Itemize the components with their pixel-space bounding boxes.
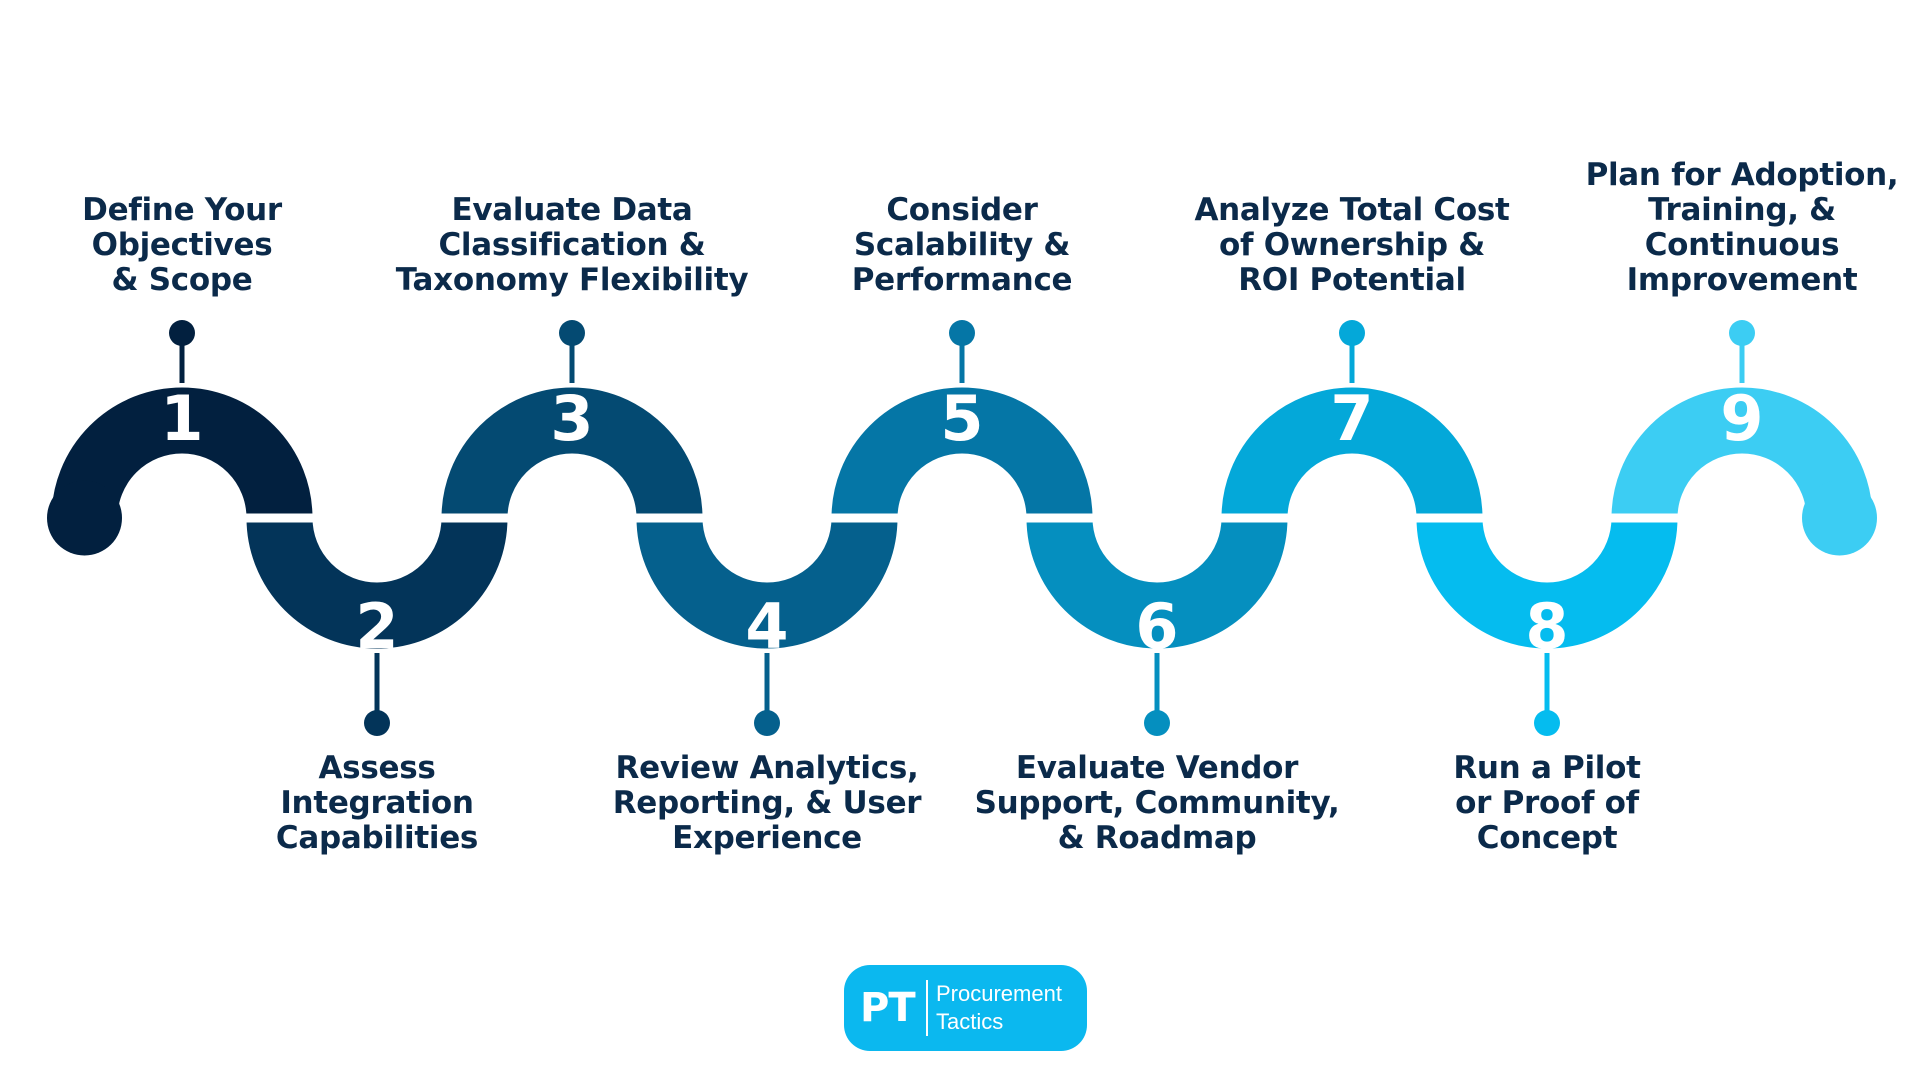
step-3-label: Evaluate Data Classification & Taxonomy … bbox=[395, 192, 749, 298]
step-2-arch bbox=[237, 513, 517, 658]
step-4-dot bbox=[754, 710, 780, 736]
step-9-end-cap bbox=[1802, 480, 1877, 556]
step-8-label: Run a Pilot or Proof of Concept bbox=[1453, 750, 1641, 856]
step-4-number: 4 bbox=[745, 590, 788, 663]
step-4-arch bbox=[627, 513, 907, 658]
step-3-dot bbox=[559, 320, 585, 346]
step-9-dot bbox=[1729, 320, 1755, 346]
step-2-label: Assess Integration Capabilities bbox=[275, 750, 479, 856]
step-1-arch-group: 1 bbox=[42, 320, 322, 556]
step-1-label: Define Your Objectives & Scope bbox=[82, 192, 282, 298]
step-1-number: 1 bbox=[160, 382, 203, 455]
step-1-end-cap bbox=[47, 480, 122, 556]
step-2-dot bbox=[364, 710, 390, 736]
step-3-number: 3 bbox=[550, 382, 593, 455]
step-5-dot bbox=[949, 320, 975, 346]
step-9-arch-group: 9 bbox=[1602, 320, 1882, 556]
step-5-number: 5 bbox=[940, 382, 983, 455]
step-8-dot bbox=[1534, 710, 1560, 736]
logo-wordmark: Procurement Tactics bbox=[936, 980, 1062, 1036]
step-6-dot bbox=[1144, 710, 1170, 736]
step-4-label: Review Analytics, Reporting, & User Expe… bbox=[612, 750, 922, 856]
step-5-arch bbox=[822, 378, 1102, 523]
step-7-number: 7 bbox=[1330, 382, 1373, 455]
step-7-arch-group: 7 bbox=[1212, 320, 1492, 523]
step-3-arch-group: 3 bbox=[432, 320, 712, 523]
step-6-number: 6 bbox=[1135, 590, 1178, 663]
step-1-arch bbox=[42, 378, 322, 523]
step-8-arch-group: 8 bbox=[1407, 513, 1687, 736]
procurement-tactics-logo: PT Procurement Tactics bbox=[844, 965, 1087, 1051]
step-6-arch bbox=[1017, 513, 1297, 658]
step-7-arch bbox=[1212, 378, 1492, 523]
logo-mark: PT bbox=[860, 985, 916, 1031]
step-6-arch-group: 6 bbox=[1017, 513, 1297, 736]
step-9-arch bbox=[1602, 378, 1882, 523]
step-4-arch-group: 4 bbox=[627, 513, 907, 736]
step-6-label: Evaluate Vendor Support, Community, & Ro… bbox=[974, 750, 1340, 856]
step-9-label: Plan for Adoption, Training, & Continuou… bbox=[1585, 157, 1899, 298]
logo-line-1: Procurement bbox=[936, 981, 1062, 1006]
step-2-number: 2 bbox=[355, 590, 398, 663]
step-5-label: Consider Scalability & Performance bbox=[851, 192, 1073, 298]
step-1-dot bbox=[169, 320, 195, 346]
logo-separator bbox=[926, 980, 928, 1036]
step-5-arch-group: 5 bbox=[822, 320, 1102, 523]
step-2-arch-group: 2 bbox=[237, 513, 517, 736]
step-9-number: 9 bbox=[1720, 382, 1763, 455]
step-7-dot bbox=[1339, 320, 1365, 346]
step-8-arch bbox=[1407, 513, 1687, 658]
logo-line-2: Tactics bbox=[936, 1009, 1004, 1034]
step-8-number: 8 bbox=[1525, 590, 1568, 663]
step-3-arch bbox=[432, 378, 712, 523]
step-7-label: Analyze Total Cost of Ownership & ROI Po… bbox=[1194, 192, 1510, 298]
